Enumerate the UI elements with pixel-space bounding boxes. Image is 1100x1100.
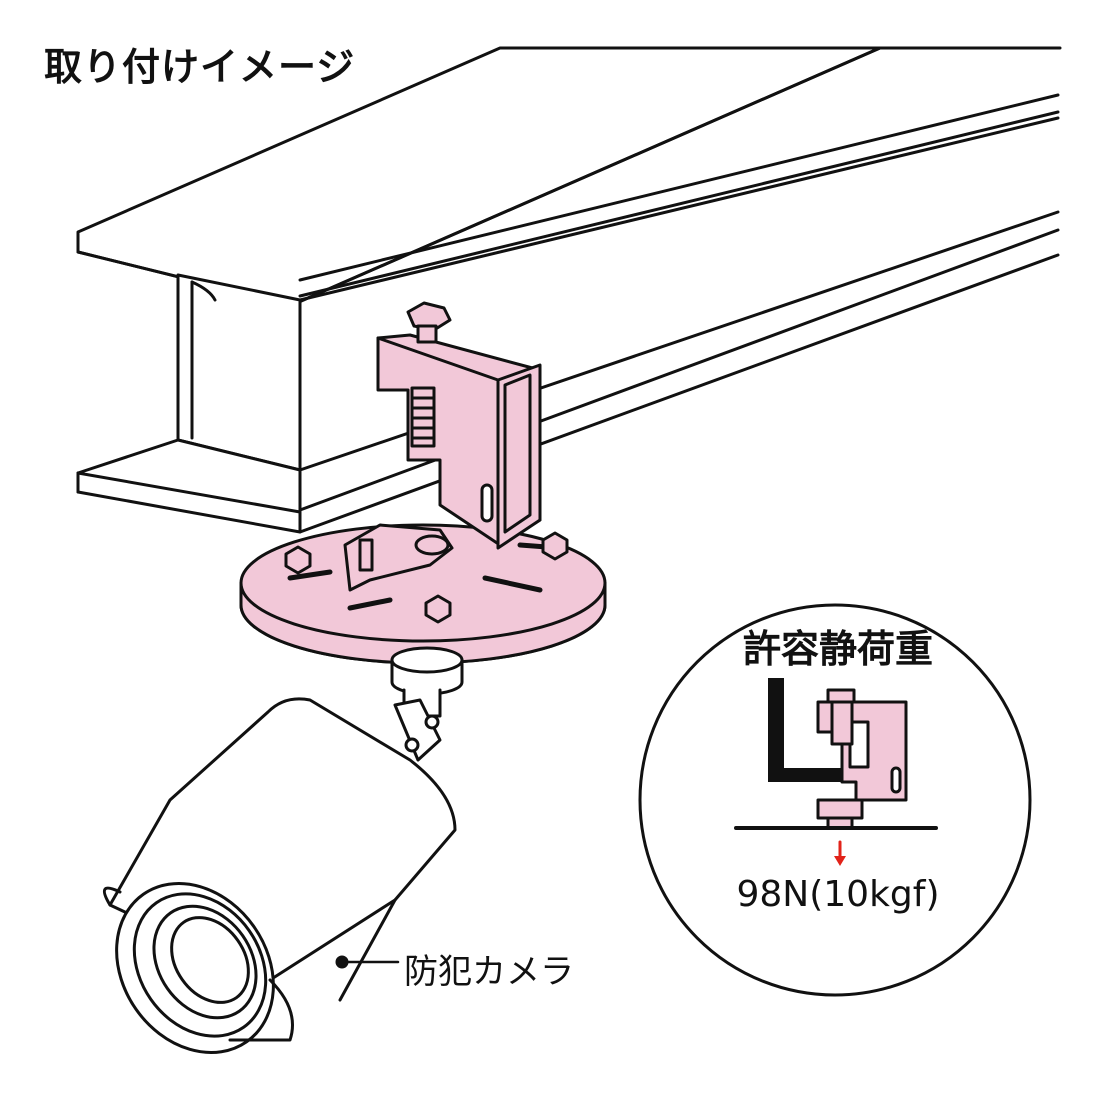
clamp-bolt-head [406,301,452,332]
page-title: 取り付けイメージ [44,45,356,89]
load-arrow [834,840,846,866]
hex-nut [424,594,452,624]
callout-leader [335,955,400,969]
mount-disc [239,523,607,665]
inset-diagram [734,678,938,830]
hex-nut [541,531,569,561]
swivel-joint [390,646,464,762]
h-beam [76,46,1062,534]
beam-clamp [376,301,542,550]
load-value: 98N(10kgf) [736,874,940,915]
inset-title: 許容静荷重 [742,627,933,671]
hex-nut [284,545,312,575]
camera-label: 防犯カメラ [404,952,574,992]
security-camera [102,697,457,1055]
